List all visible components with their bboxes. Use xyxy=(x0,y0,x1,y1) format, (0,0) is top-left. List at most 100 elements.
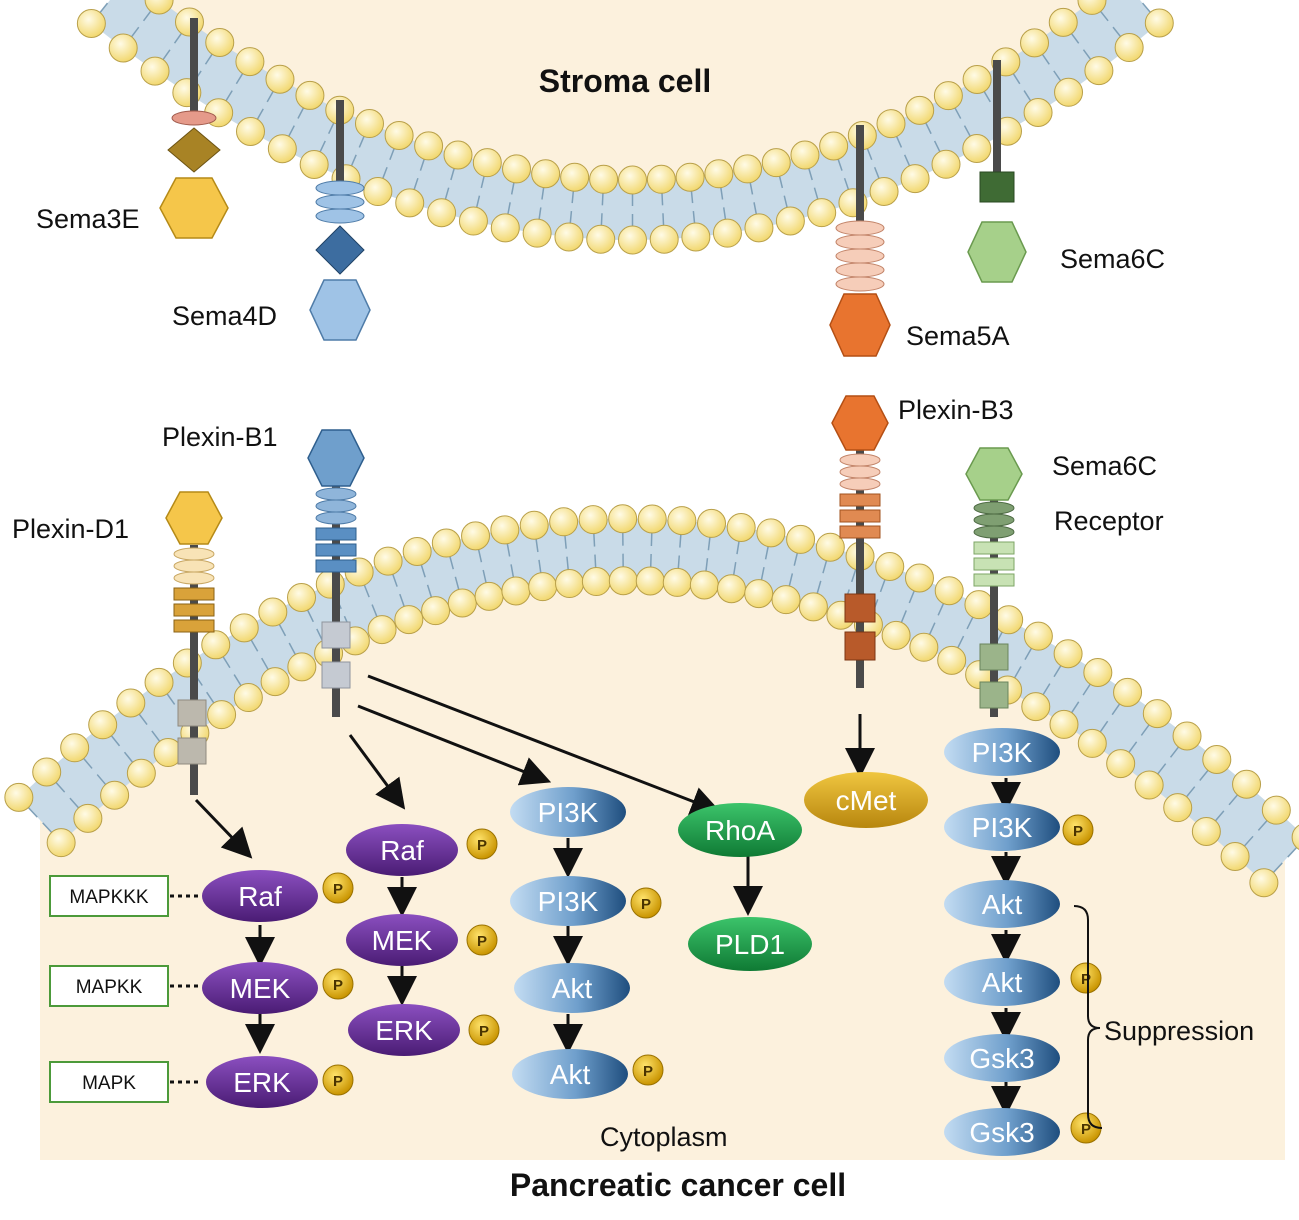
lipid-head xyxy=(727,514,755,542)
svg-text:P: P xyxy=(643,1063,653,1080)
lipid-head xyxy=(428,199,456,227)
lipid-head xyxy=(555,223,583,251)
cytoplasm-label: Cytoplasm xyxy=(600,1122,728,1152)
mapkk-box: MAPKK xyxy=(50,966,168,1006)
lipid-head xyxy=(422,597,450,625)
svg-text:P: P xyxy=(333,1073,343,1090)
plexin-d1-label: Plexin-D1 xyxy=(12,514,129,544)
sema6c-receptor-label-line1: Sema6C xyxy=(1052,451,1157,481)
b1-rhoa-node: RhoA xyxy=(678,803,802,857)
b3-cmet-node: cMet xyxy=(804,772,928,828)
lipid-head xyxy=(520,511,548,539)
lipid-head xyxy=(1192,817,1220,845)
lipid-head xyxy=(1221,842,1249,870)
lipid-head xyxy=(432,529,460,557)
lipid-head xyxy=(141,57,169,85)
lipid-head xyxy=(550,508,578,536)
lipid-head xyxy=(938,646,966,674)
lipid-head xyxy=(676,163,704,191)
lipid-head xyxy=(905,564,933,592)
lipid-head xyxy=(901,165,929,193)
lipid-head xyxy=(1107,750,1135,778)
lipid-head xyxy=(502,577,530,605)
lipid-head xyxy=(882,621,910,649)
lipid-head xyxy=(932,150,960,178)
sema3e-label: Sema3E xyxy=(36,204,140,234)
lipid-head xyxy=(1084,658,1112,686)
lipid-head xyxy=(690,571,718,599)
lipid-head xyxy=(236,48,264,76)
svg-text:Gsk3: Gsk3 xyxy=(969,1043,1034,1074)
lipid-head xyxy=(89,711,117,739)
cancer-cell-title: Pancreatic cancer cell xyxy=(510,1167,846,1203)
svg-text:Gsk3: Gsk3 xyxy=(969,1117,1034,1148)
lipid-head xyxy=(579,506,607,534)
svg-text:Akt: Akt xyxy=(550,1059,591,1090)
lipid-head xyxy=(1049,8,1077,36)
lipid-head xyxy=(395,606,423,634)
svg-text:MEK: MEK xyxy=(372,925,433,956)
svg-text:P: P xyxy=(333,881,343,898)
plexin-b3-label: Plexin-B3 xyxy=(898,395,1014,425)
lipid-head xyxy=(396,189,424,217)
svg-text:P: P xyxy=(479,1023,489,1040)
sema6c-top-label: Sema6C xyxy=(1060,244,1165,274)
svg-text:Akt: Akt xyxy=(982,967,1023,998)
lipid-head xyxy=(491,516,519,544)
lipid-head xyxy=(1054,640,1082,668)
lipid-head xyxy=(587,225,615,253)
svg-text:cMet: cMet xyxy=(836,785,897,816)
lipid-head xyxy=(77,10,105,38)
lipid-head xyxy=(208,701,236,729)
svg-text:MEK: MEK xyxy=(230,973,291,1004)
6c-akt-node: Akt xyxy=(944,880,1060,928)
lipid-head xyxy=(5,783,33,811)
lipid-head xyxy=(1022,693,1050,721)
lipid-head xyxy=(609,567,637,595)
b1-pld1-node: PLD1 xyxy=(688,917,812,971)
mapkkk-box: MAPKKK xyxy=(50,876,168,916)
svg-text:PLD1: PLD1 xyxy=(715,929,785,960)
lipid-head xyxy=(1021,29,1049,57)
plexin-b1-label: Plexin-B1 xyxy=(162,422,278,452)
mapkkk-label: MAPKKK xyxy=(69,887,149,908)
6c-pi3k-node: PI3K xyxy=(944,728,1060,776)
lipid-head xyxy=(206,28,234,56)
svg-text:ERK: ERK xyxy=(375,1015,433,1046)
lipid-head xyxy=(1114,678,1142,706)
lipid-head xyxy=(734,155,762,183)
lipid-head xyxy=(1024,622,1052,650)
lipid-head xyxy=(910,633,938,661)
lipid-head xyxy=(963,65,991,93)
svg-text:ERK: ERK xyxy=(233,1067,291,1098)
lipid-head xyxy=(745,580,773,608)
lipid-head xyxy=(236,117,264,145)
lipid-head xyxy=(368,616,396,644)
mapk-label: MAPK xyxy=(82,1073,136,1094)
lipid-head xyxy=(582,568,610,596)
lipid-head xyxy=(870,177,898,205)
lipid-head xyxy=(1173,722,1201,750)
lipid-head xyxy=(316,570,344,598)
stroma-cell-title: Stroma cell xyxy=(539,63,712,99)
lipid-head xyxy=(503,155,531,183)
lipid-head xyxy=(776,207,804,235)
lipid-head xyxy=(590,165,618,193)
svg-text:Raf: Raf xyxy=(238,881,282,912)
svg-text:Akt: Akt xyxy=(552,973,593,1004)
lipid-head xyxy=(268,135,296,163)
lipid-head xyxy=(663,568,691,596)
lipid-head xyxy=(791,141,819,169)
b1-akt-node: Akt xyxy=(514,963,630,1013)
lipid-head xyxy=(47,829,75,857)
lipid-head xyxy=(745,214,773,242)
lipid-head xyxy=(799,593,827,621)
lipid-head xyxy=(717,575,745,603)
lipid-head xyxy=(1143,700,1171,728)
lipid-head xyxy=(698,509,726,537)
lipid-head xyxy=(1135,771,1163,799)
svg-text:PI3K: PI3K xyxy=(538,797,599,828)
lipid-head xyxy=(1115,34,1143,62)
lipid-head xyxy=(636,567,664,595)
